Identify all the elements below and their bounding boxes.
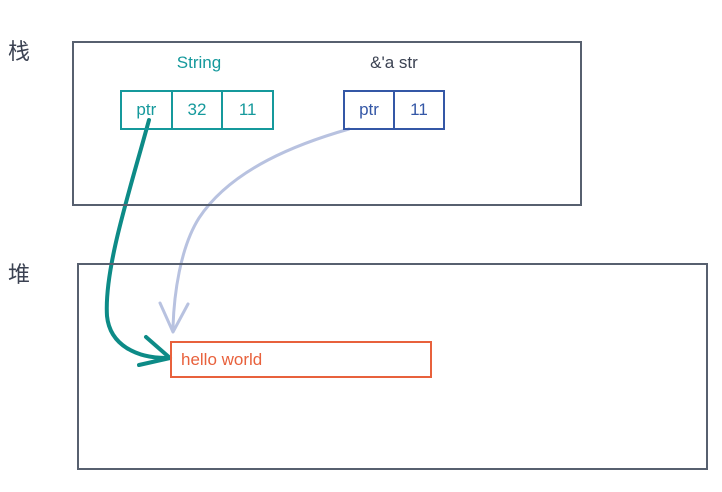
struct-str-slice-cell-ptr: ptr	[343, 90, 395, 130]
arrow-str-slice-ptr-to-heap	[158, 127, 351, 334]
struct-string-cell-ptr: ptr	[120, 90, 173, 130]
region-label-stack: 栈	[8, 40, 31, 65]
struct-string: ptr 32 11	[120, 90, 278, 130]
struct-str-slice-cell-length: 11	[393, 90, 445, 130]
struct-title-str-slice: &'a str	[370, 53, 418, 72]
struct-title-string: String	[176, 53, 222, 72]
heap-region-box	[77, 263, 708, 470]
stack-region-box	[72, 41, 582, 206]
struct-str-slice: ptr 11	[343, 90, 445, 130]
struct-string-cell-capacity: 32	[170, 90, 224, 130]
region-label-heap: 堆	[8, 263, 31, 288]
struct-string-cell-length: 11	[221, 90, 274, 130]
heap-allocation-box: hello world	[170, 341, 432, 378]
